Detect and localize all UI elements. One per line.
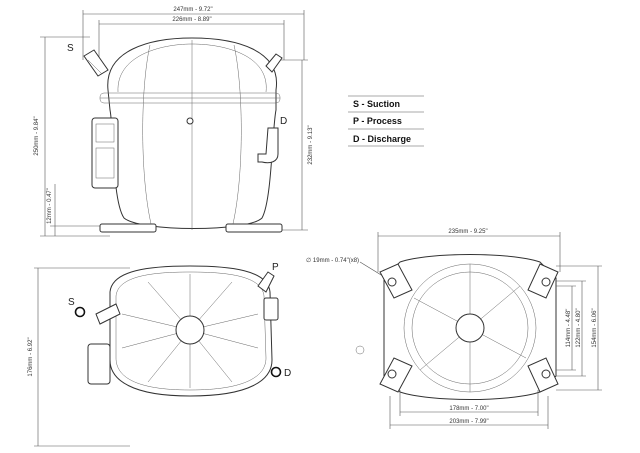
top-depth: 176mm - 6.92" <box>28 337 34 376</box>
side-base-height: 12mm - 0.47" <box>47 188 53 224</box>
base-view: 235mm - 9.25" ∅ 19mm - 0.74"(x8) <box>306 229 602 429</box>
legend: S - Suction P - Process D - Discharge <box>348 95 424 147</box>
discharge-port-icon <box>270 366 282 378</box>
top-label-d: D <box>284 368 291 379</box>
base-h2: 122mm - 4.80" <box>576 308 582 347</box>
mounting-feet <box>379 263 559 393</box>
top-label-s: S <box>68 297 75 308</box>
base-width-mid: 178mm - 7.00" <box>449 406 488 412</box>
legend-process: P - Process <box>353 116 402 126</box>
legend-discharge: D - Discharge <box>353 134 411 144</box>
top-view: 176mm - 6.92" S P D <box>28 262 291 447</box>
base-h1: 114mm - 4.48" <box>566 309 572 348</box>
side-label-d: D <box>280 116 287 127</box>
legend-suction: S - Suction <box>353 99 400 109</box>
base-h3: 154mm - 6.06" <box>592 308 598 347</box>
side-width-inner: 226mm - 8.89" <box>172 17 211 23</box>
base-width-low: 203mm - 7.99" <box>449 419 488 425</box>
side-height-right: 232mm - 9.13" <box>308 125 314 164</box>
side-label-s: S <box>67 43 74 54</box>
base-width-outer: 235mm - 9.25" <box>448 229 487 235</box>
suction-port-icon <box>74 306 86 318</box>
side-height-total: 250mm - 9.84" <box>34 116 40 155</box>
top-label-p: P <box>272 262 279 273</box>
base-hole: ∅ 19mm - 0.74"(x8) <box>306 257 359 264</box>
side-view: 247mm - 9.72" 226mm - 8.89" 250mm - 9.84… <box>34 7 314 237</box>
side-width-outer: 247mm - 9.72" <box>173 7 212 13</box>
